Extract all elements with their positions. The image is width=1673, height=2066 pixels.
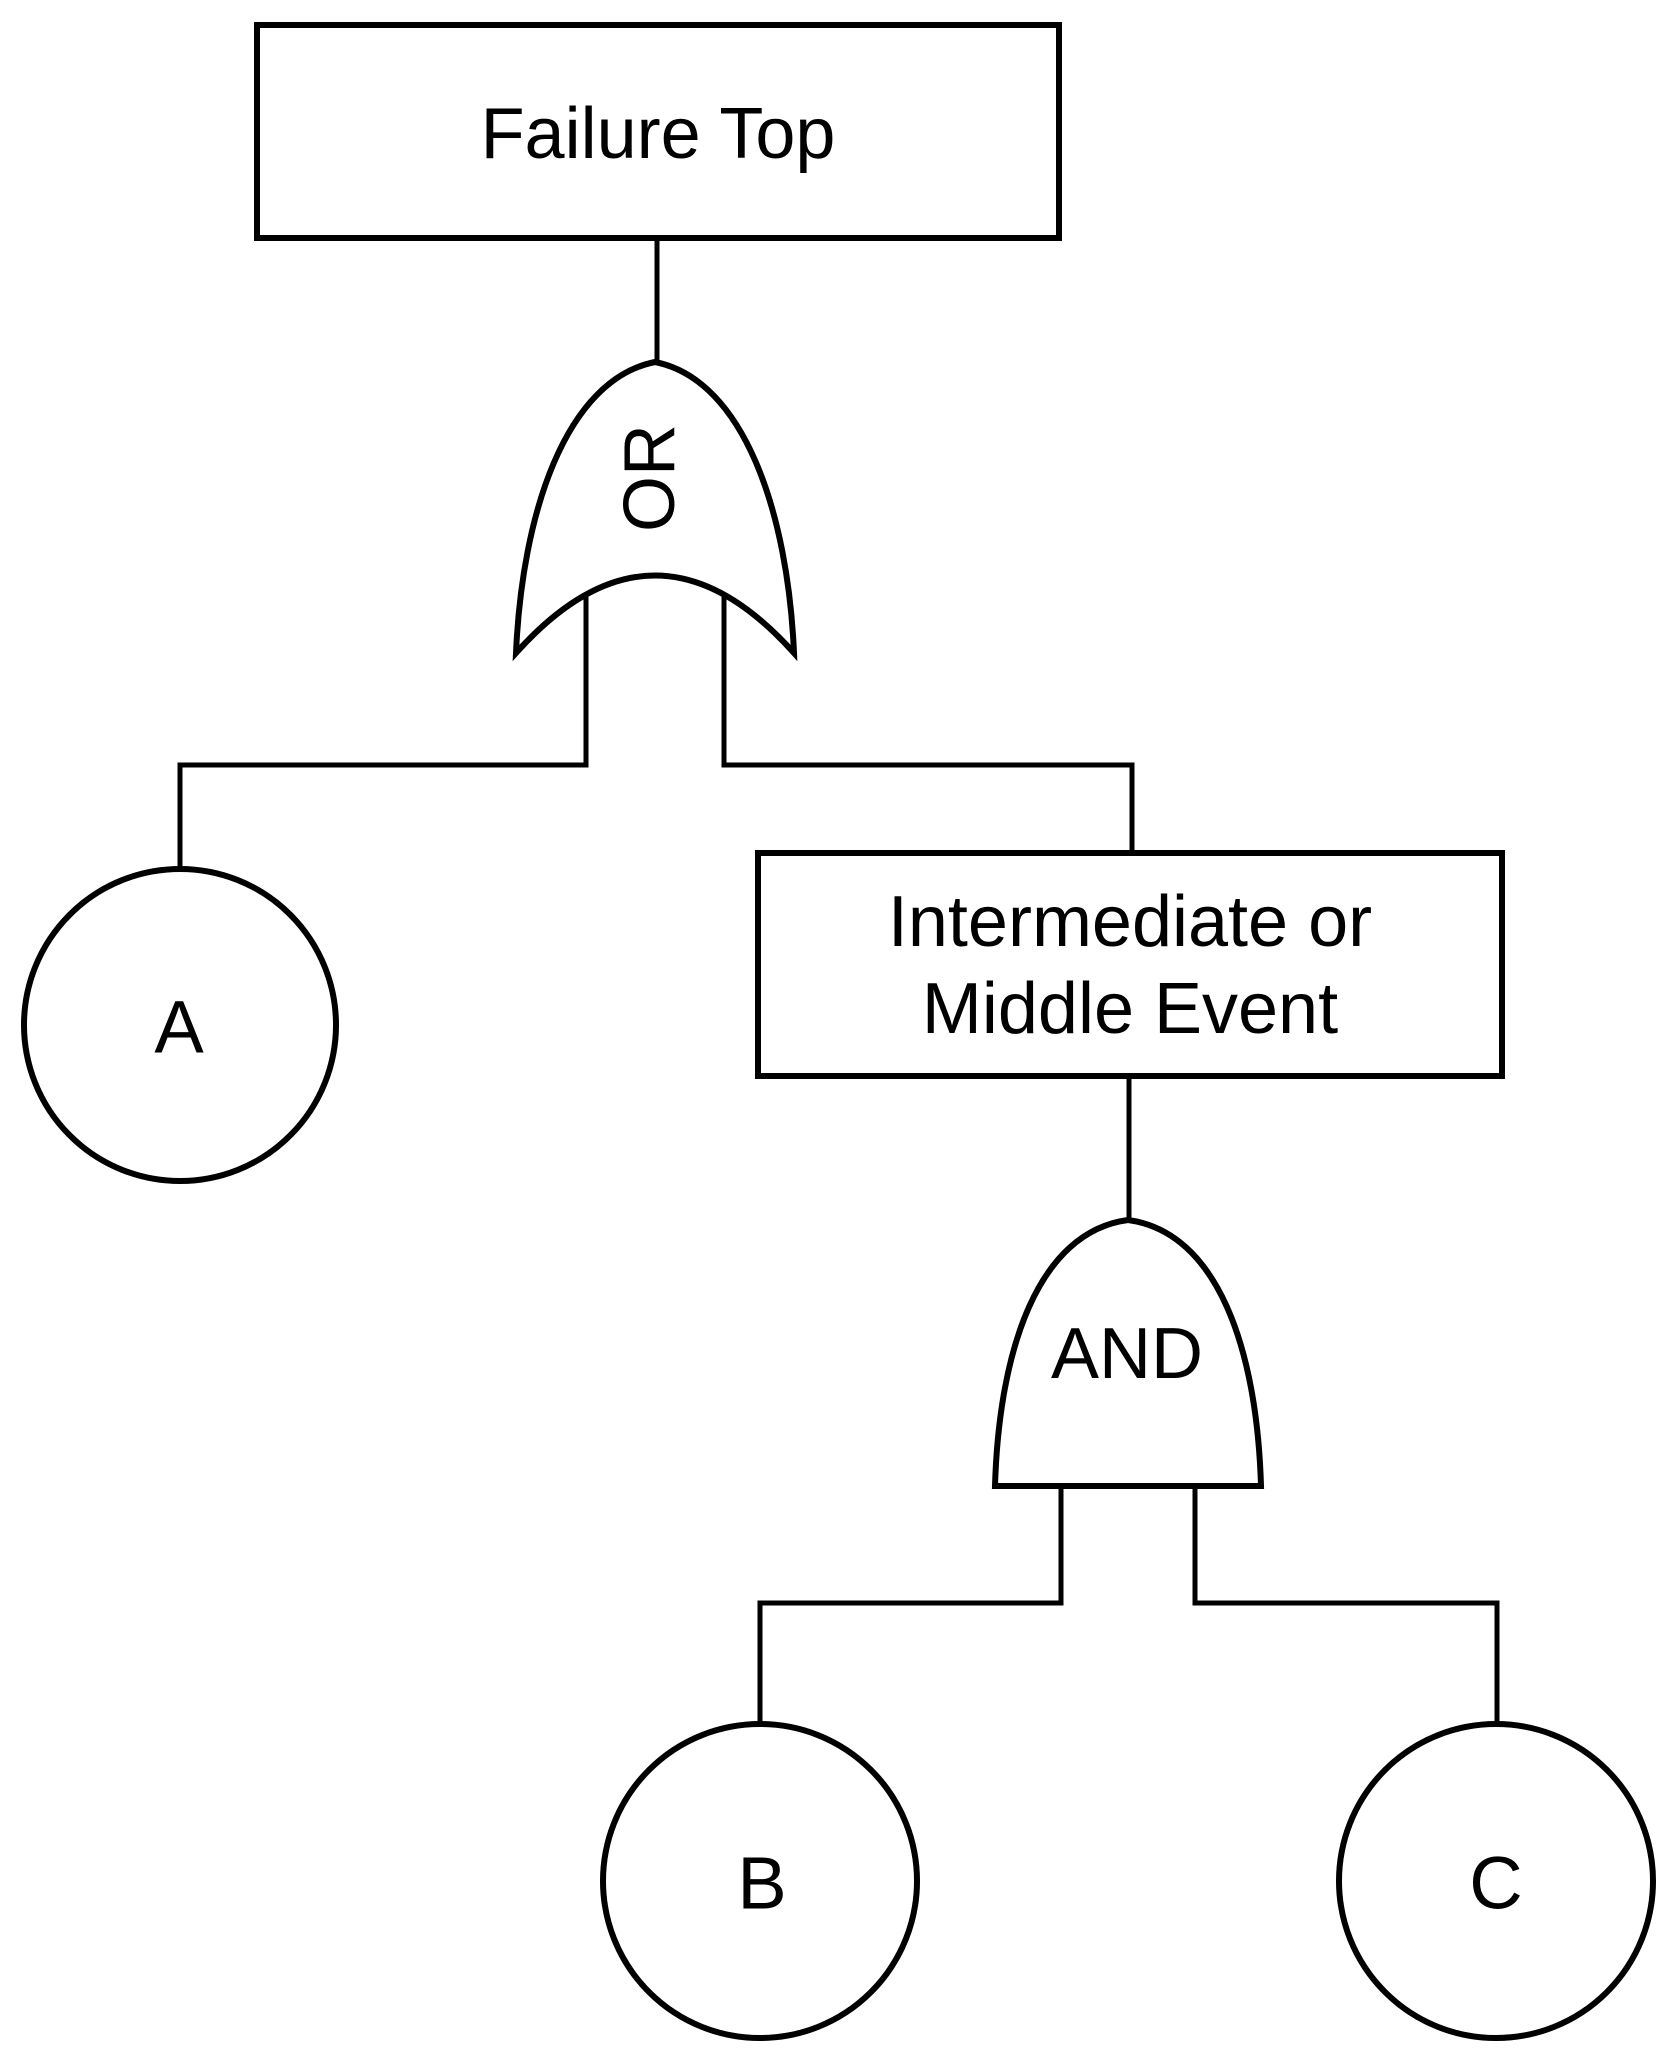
basic-event-b-label: B (737, 1842, 786, 1925)
basic-event-a-label: A (154, 986, 204, 1069)
intermediate-event-label-line1: Intermediate or (888, 882, 1372, 962)
edge-and-gate-to-b (757, 1480, 1064, 1730)
basic-event-b-circle (600, 1721, 920, 2041)
basic-event-a-circle (21, 866, 339, 1184)
top-event-label: Failure Top (481, 94, 836, 174)
edge-and-gate-to-c (1192, 1480, 1500, 1730)
intermediate-event-label-line2: Middle Event (922, 969, 1338, 1049)
basic-event-c-label: C (1469, 1842, 1522, 1925)
and-gate-label: AND (1051, 1314, 1203, 1394)
or-gate-label: OR (610, 424, 690, 532)
edge-or-gate-to-intermediate (721, 550, 1135, 858)
or-gate-shape (512, 358, 798, 662)
basic-event-c-circle (1336, 1721, 1656, 2041)
top-event-box (254, 22, 1062, 241)
and-gate-shape (991, 1216, 1265, 1489)
edge-or-gate-to-a (177, 550, 589, 872)
intermediate-event-box (755, 850, 1505, 1079)
